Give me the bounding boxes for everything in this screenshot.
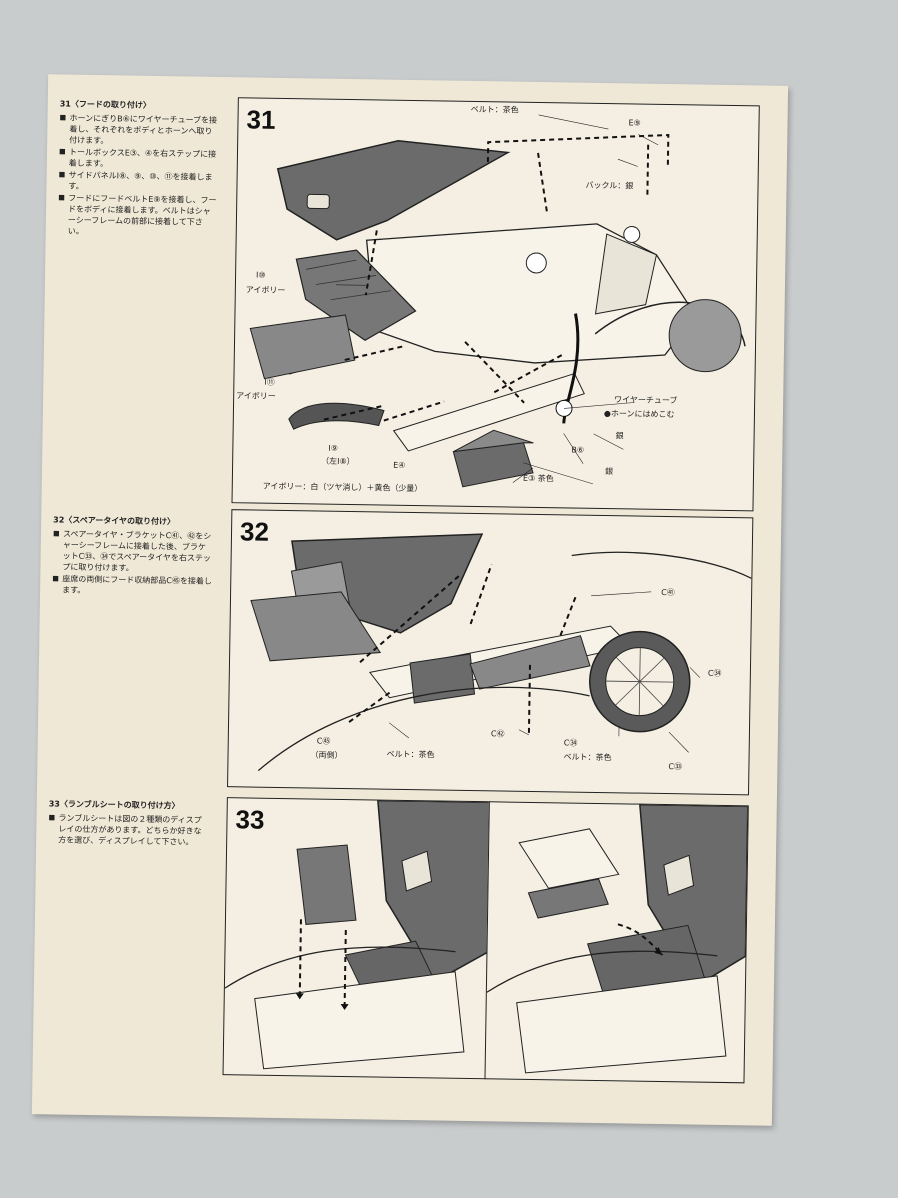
step-33-bullet: ランブルシートは図の２種類のディスプレイの仕方があります。どちらか好きな方を選び… [58,813,208,848]
label-wire-tube: ワイヤーチューブ [614,395,678,406]
step-33-illustration-b [486,803,748,1074]
label-i9: I⑨ [328,443,338,453]
step-32-heading: 32〈スペアータイヤの取り付け〉 [53,515,176,527]
label-buckle-silver: バックル：銀 [585,180,634,191]
step-32-panel: 32 C㊶ C㉞ C㊺ （両側） ベルト：茶色 C㊷ C㉞ ベルト：茶色 C㉝ [227,509,754,796]
label-belt-brown: ベルト：茶色 [470,104,519,115]
label-b6: B⑥ [571,445,585,455]
step-33-panel-left: 33 [222,797,491,1080]
label-both-sides: （両側） [310,750,343,760]
label-silver-2: 銀 [604,467,614,477]
label-i11: I⑪ [264,377,275,387]
step-31-bullet: フードにフードベルトE⑨を接着し、フードをボディに接着します。ベルトはシャーシー… [68,193,219,239]
label-belt-brown-2: ベルト：茶色 [563,752,612,763]
step-32-instructions: 32〈スペアータイヤの取り付け〉 スペアータイヤ・ブラケットC㊶、㊷をシャーシー… [52,514,213,599]
step-31-illustration [249,114,746,488]
step-31-instructions: 31〈フードの取り付け〉 ホーンにぎりB⑥にワイヤーチューブを接着し、それぞれを… [58,98,220,239]
label-silver-1: 銀 [615,431,624,441]
label-c41: C㊶ [661,587,675,598]
step-32-illustration [250,533,752,772]
instruction-sheet: 31〈フードの取り付け〉 ホーンにぎりB⑥にワイヤーチューブを接着し、それぞれを… [31,74,789,1126]
label-c33: C㉝ [668,762,683,772]
step-32-bullet: 座席の両側にフード収納部品C㊺を接着します。 [62,574,212,598]
step-31-heading: 31〈フードの取り付け〉 [59,99,151,110]
step-31-panel: 31 [231,97,760,512]
label-ivory-2: アイボリー [236,391,276,401]
label-c42: C㊷ [490,729,505,739]
step-32-bullet: スペアータイヤ・ブラケットC㊶、㊷をシャーシーフレームに接着した後、ブラケットC… [62,529,213,575]
label-e3-brown: E③ 茶色 [522,473,554,484]
label-i10: I⑩ [256,270,266,280]
label-left-i8: （左I⑧） [321,456,355,467]
step-31-bullet: ホーンにぎりB⑥にワイヤーチューブを接着し、それぞれをボディとホーンへ取り付けま… [69,113,219,148]
label-e4: E④ [393,460,406,470]
label-c34-a: C㉞ [707,668,722,678]
label-horn-note: ●ホーンにはめこむ [603,409,675,420]
step-33-panel-right [484,801,749,1084]
step-33-instructions: 33〈ランブルシートの取り付け方〉 ランブルシートは図の２種類のディスプレイの仕… [48,798,209,849]
label-c34-b: C㉞ [563,738,578,748]
label-belt-brown-1: ベルト：茶色 [386,749,435,760]
label-ivory-1: アイボリー [245,285,286,296]
step-33-heading: 33〈ランブルシートの取り付け方〉 [48,799,180,811]
step-33-illustration-a [224,799,490,1070]
label-e9: E⑨ [628,118,641,128]
step-31-bullet: トールボックスE③、④を右ステップに接着します。 [69,147,219,171]
label-c56: C㊺ [316,736,331,746]
step-31-bullet: サイドパネルI⑧、⑨、⑩、⑪を接着します。 [68,170,218,194]
